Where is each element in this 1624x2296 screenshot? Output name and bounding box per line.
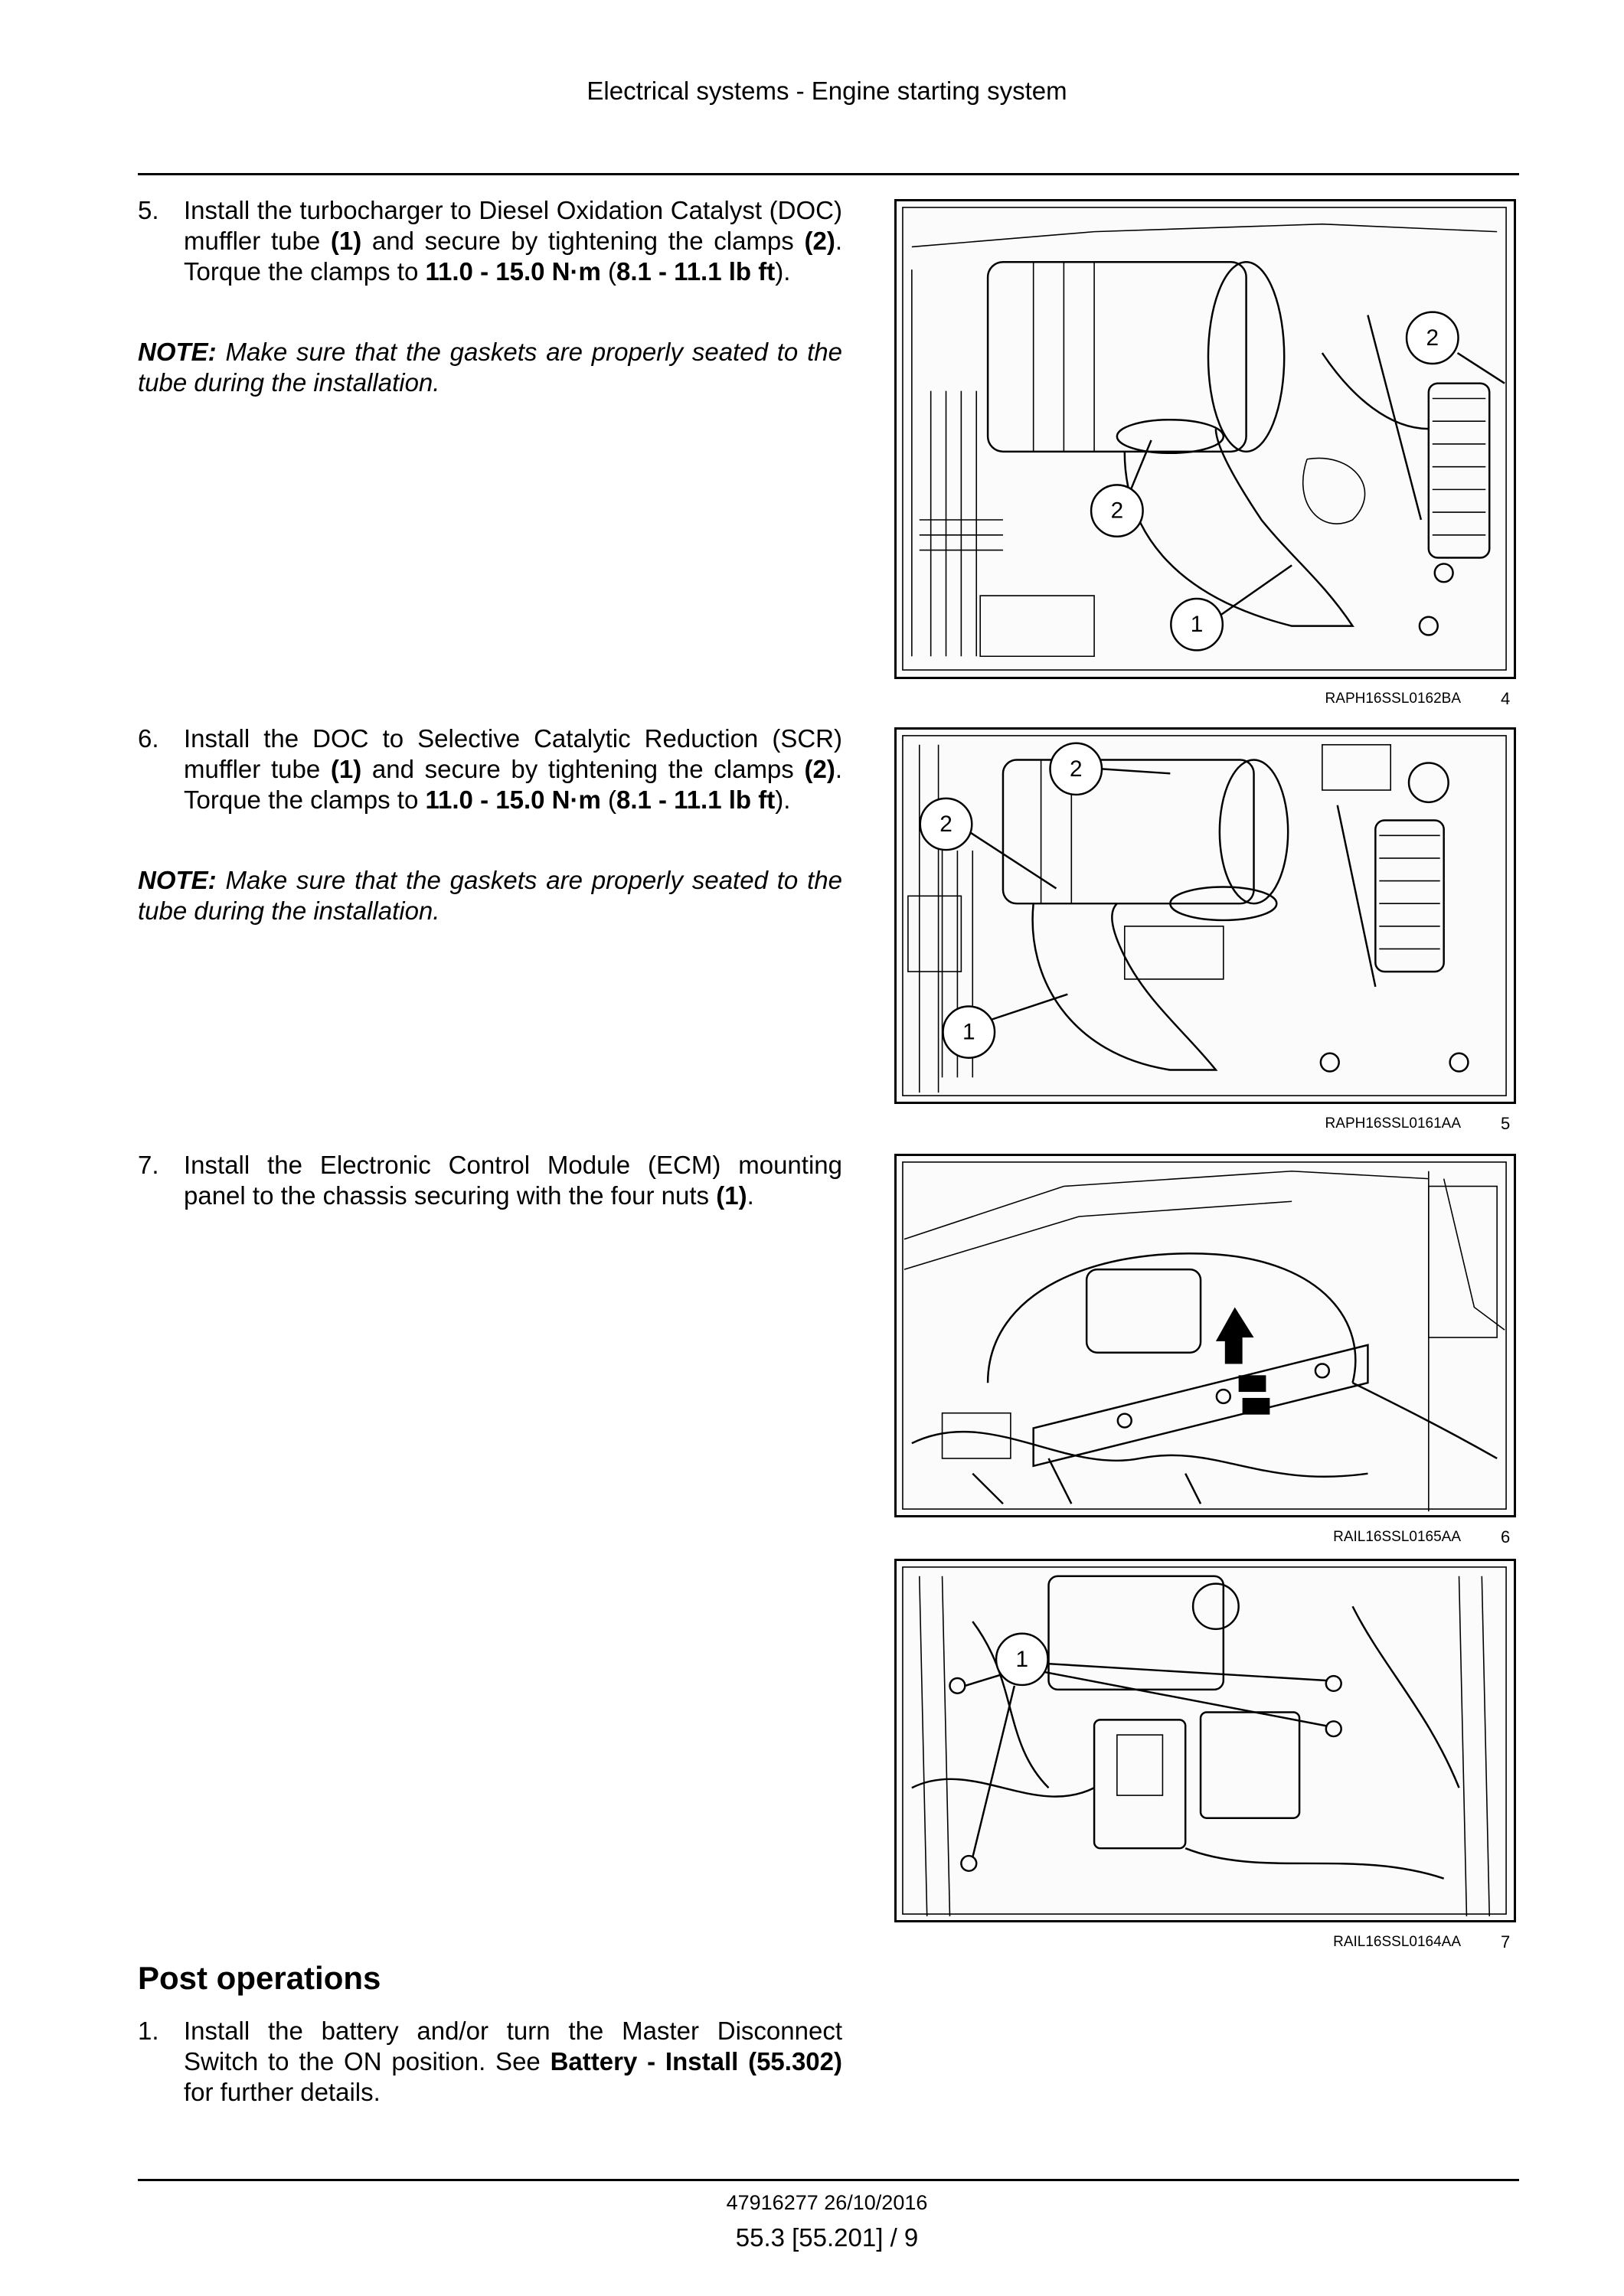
figure-5-image: 2 2 1 <box>894 727 1516 1104</box>
step-number: 1. <box>138 2017 159 2045</box>
figure-7-code: RAIL16SSL0164AA <box>1333 1934 1461 1950</box>
svg-text:1: 1 <box>962 1020 975 1045</box>
step-text: Install the Electronic Control Module (E… <box>184 1151 842 1210</box>
callout-2-left: 2 <box>919 797 973 851</box>
section-title-post-operations: Post operations <box>138 1960 381 1996</box>
step-6: 6. Install the DOC to Selective Catalyti… <box>138 723 842 815</box>
svg-text:1: 1 <box>1191 612 1204 637</box>
step-number: 6. <box>138 724 159 753</box>
callout-2-top: 2 <box>1049 742 1103 796</box>
callout-1: 1 <box>995 1632 1049 1687</box>
page-header: Electrical systems - Engine starting sys… <box>587 77 1067 105</box>
callout-1: 1 <box>1170 597 1224 652</box>
step-number: 7. <box>138 1151 159 1179</box>
step-text: Install the battery and/or turn the Mast… <box>184 2017 842 2106</box>
callout-1: 1 <box>942 1005 996 1059</box>
figure-6-image <box>894 1154 1516 1517</box>
note-step-5: NOTE: Make sure that the gaskets are pro… <box>138 338 842 397</box>
footer-document-id: 47916277 26/10/2016 <box>726 2191 928 2214</box>
callout-2-top: 2 <box>1405 311 1459 365</box>
svg-text:2: 2 <box>939 812 953 837</box>
figure-4-code: RAPH16SSL0162BA <box>1325 691 1461 707</box>
svg-text:2: 2 <box>1426 325 1439 351</box>
svg-text:2: 2 <box>1070 756 1083 782</box>
header-rule <box>138 173 1519 175</box>
step-5: 5. Install the turbocharger to Diesel Ox… <box>138 195 842 287</box>
post-operation-step-1: 1. Install the battery and/or turn the M… <box>138 2016 842 2108</box>
callout-2-left: 2 <box>1090 484 1144 538</box>
figure-6-code: RAIL16SSL0165AA <box>1333 1529 1461 1545</box>
note-label: NOTE: <box>138 338 217 366</box>
footer-page-number: 55.3 [55.201] / 9 <box>735 2223 919 2252</box>
figure-7-image: 1 <box>894 1559 1516 1922</box>
svg-text:1: 1 <box>1016 1647 1029 1672</box>
note-step-6: NOTE: Make sure that the gaskets are pro… <box>138 866 842 925</box>
step-text: Install the DOC to Selective Catalytic R… <box>184 724 842 814</box>
figure-5-code: RAPH16SSL0161AA <box>1325 1115 1461 1132</box>
footer-rule <box>138 2179 1519 2181</box>
figure-7-number: 7 <box>1501 1932 1511 1951</box>
step-7: 7. Install the Electronic Control Module… <box>138 1150 842 1211</box>
figure-6-number: 6 <box>1501 1527 1511 1546</box>
step-text: Install the turbocharger to Diesel Oxida… <box>184 196 842 286</box>
svg-text:2: 2 <box>1111 498 1124 524</box>
figure-4-number: 4 <box>1501 689 1511 708</box>
figure-4-image: 2 2 1 <box>894 199 1516 679</box>
cross-reference-link[interactable]: Battery - Install (55.302) <box>550 2047 842 2076</box>
step-number: 5. <box>138 196 159 224</box>
figure-5-number: 5 <box>1501 1114 1511 1133</box>
note-label: NOTE: <box>138 866 217 894</box>
